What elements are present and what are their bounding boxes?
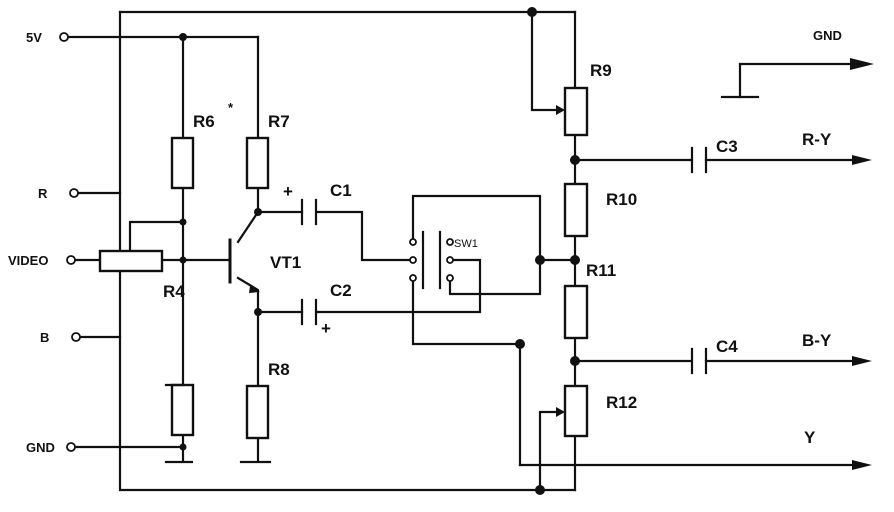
resistor-r7 [245, 136, 270, 190]
label-r12: R12 [606, 393, 637, 412]
switch-sw1 [409, 230, 454, 290]
output-arrows [850, 58, 874, 470]
label-r9: R9 [590, 61, 612, 80]
resistor-r8 [245, 384, 270, 440]
label-b-y: B-Y [802, 331, 832, 350]
capacitors [300, 146, 708, 375]
terminal-b [71, 332, 81, 342]
label-y: Y [804, 428, 816, 447]
label-c1: C1 [330, 181, 352, 200]
label-c3: C3 [716, 137, 738, 156]
label-r10: R10 [606, 190, 637, 209]
capacitor-c2 [300, 298, 318, 326]
resistor-r12 [563, 384, 589, 438]
label-vt1: VT1 [270, 253, 301, 272]
label-5v: 5V [26, 30, 42, 45]
resistor-r4 [98, 249, 164, 273]
label-r4: R4 [163, 282, 185, 301]
label-c4: C4 [716, 337, 738, 356]
label-gnd-out: GND [813, 28, 842, 43]
junctions [179, 7, 580, 495]
label-c2-plus: + [321, 319, 331, 338]
capacitor-c3 [690, 146, 708, 174]
capacitor-c1 [300, 198, 318, 226]
gnd-arrow-icon [850, 58, 874, 70]
terminal-gnd [66, 442, 76, 452]
label-r-y: R-Y [802, 130, 832, 149]
resistor-r6 [170, 136, 195, 190]
resistor-r11 [563, 284, 589, 340]
capacitor-c4 [690, 347, 708, 375]
resistor-r-low [170, 383, 195, 437]
terminal-5v [59, 32, 69, 42]
label-b: B [40, 330, 49, 345]
label-gnd-in: GND [26, 440, 55, 455]
input-terminals [59, 32, 81, 452]
label-c2: C2 [330, 281, 352, 300]
label-r7: R7 [268, 112, 290, 131]
label-r11: R11 [586, 261, 616, 280]
resistor-r10 [563, 182, 589, 238]
label-r6-mark: * [228, 100, 234, 115]
label-sw1: SW1 [454, 238, 478, 250]
terminal-video [66, 255, 76, 265]
r12-wiper-icon [556, 407, 565, 417]
transistor-vt1 [228, 238, 260, 293]
label-c1-plus: + [283, 182, 293, 201]
r9-wiper-icon [556, 105, 565, 115]
label-r6: R6 [193, 112, 215, 131]
terminal-r [69, 188, 79, 198]
label-r: R [38, 186, 48, 201]
resistor-r9 [563, 86, 589, 137]
label-r8: R8 [268, 360, 290, 379]
label-video: VIDEO [8, 253, 48, 268]
